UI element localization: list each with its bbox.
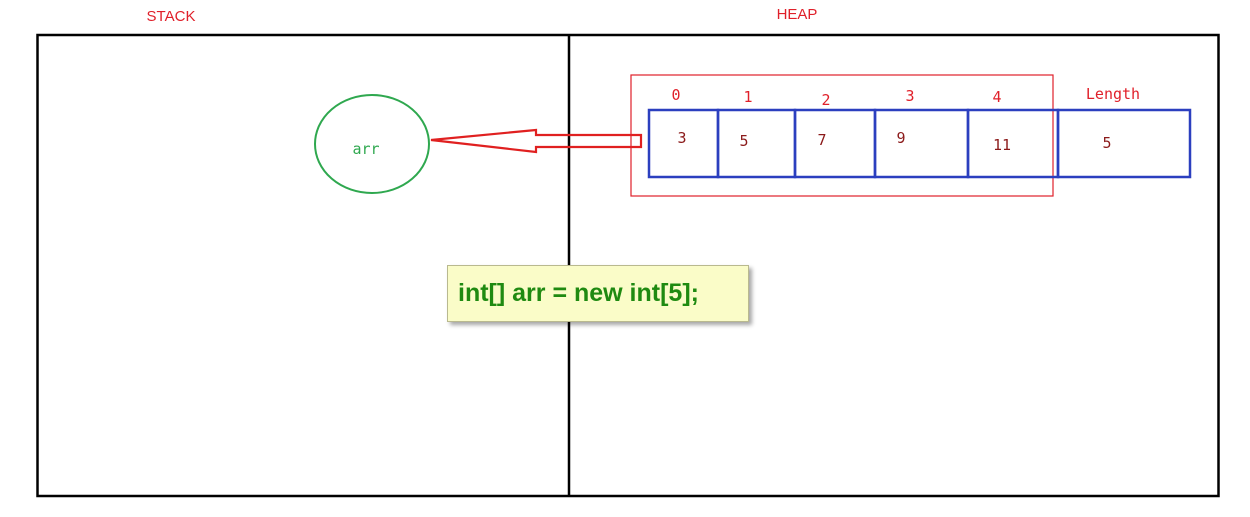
length-value: 5 (1102, 134, 1111, 152)
arr-variable-label: arr (352, 140, 379, 158)
code-statement: int[] arr = new int[5]; (458, 279, 699, 307)
array-cell (793, 108, 877, 179)
arr-variable-circle (314, 94, 430, 194)
code-callout: int[] arr = new int[5]; (447, 265, 749, 322)
array-value: 11 (993, 136, 1011, 154)
stack-label: STACK (147, 8, 196, 25)
array-index-label: 3 (905, 87, 914, 105)
array-cell (966, 108, 1060, 179)
array-cell (716, 108, 797, 179)
array-index-label: 0 (671, 86, 680, 104)
memory-frame (36, 33, 1220, 498)
array-index-label: 2 (821, 91, 830, 109)
array-index-label: 4 (992, 88, 1001, 106)
reference-arrow (430, 128, 643, 154)
array-cell (873, 108, 970, 179)
array-elements-group-box (630, 74, 1054, 197)
array-index-label: 1 (743, 88, 752, 106)
array-cells (647, 108, 1192, 179)
array-values: 3 5 7 9 11 (677, 129, 1011, 154)
array-index-labels: 0 1 2 3 4 (671, 86, 1001, 109)
heap-label: HEAP (777, 6, 818, 23)
length-caption: Length (1086, 85, 1140, 103)
length-cell (1056, 108, 1192, 179)
array-value: 7 (817, 131, 826, 149)
array-value: 5 (739, 132, 748, 150)
array-value: 9 (896, 129, 905, 147)
array-value: 3 (677, 129, 686, 147)
